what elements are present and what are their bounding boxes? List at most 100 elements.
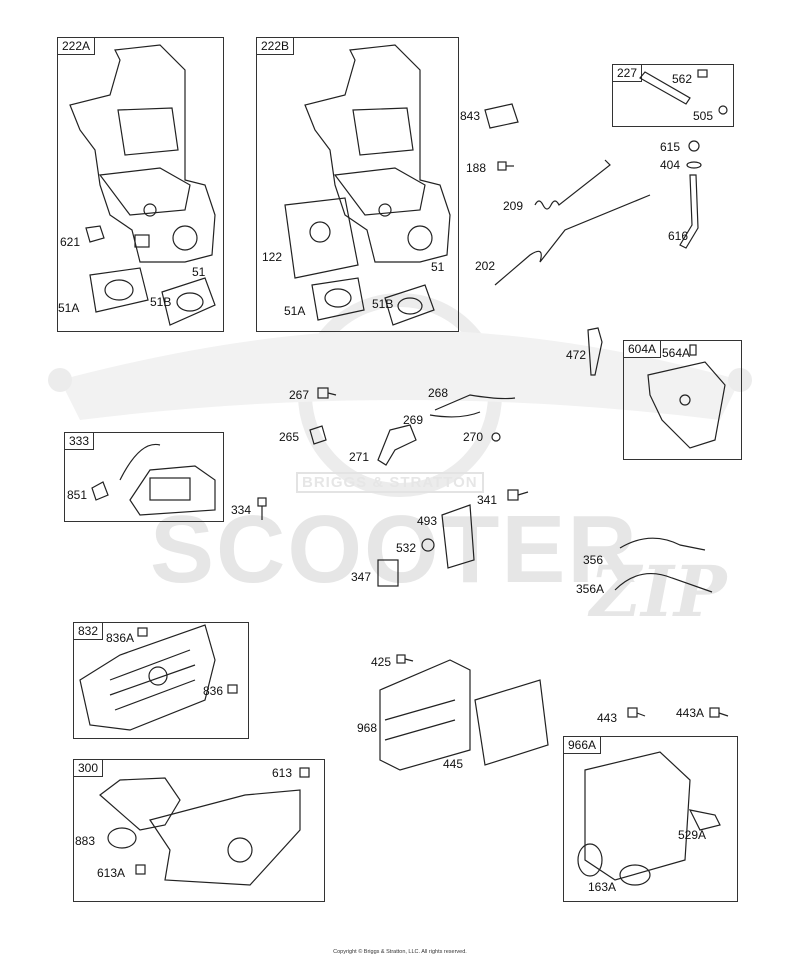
box-tag-832: 832 bbox=[73, 622, 104, 640]
part-267 bbox=[317, 387, 337, 399]
box-300 bbox=[73, 759, 325, 902]
part-341 bbox=[507, 489, 529, 501]
label-562: 562 bbox=[672, 72, 693, 86]
label-851: 851 bbox=[67, 488, 88, 502]
box-966a bbox=[563, 736, 738, 902]
box-227 bbox=[612, 64, 734, 127]
label-616: 616 bbox=[668, 229, 689, 243]
box-604a bbox=[623, 340, 742, 460]
label-267: 267 bbox=[289, 388, 310, 402]
label-356a: 356A bbox=[576, 582, 605, 596]
label-621: 621 bbox=[60, 235, 81, 249]
governor-bracket-222a bbox=[69, 44, 216, 326]
copyright-footer: Copyright © Briggs & Stratton, LLC. All … bbox=[333, 949, 467, 955]
label-122: 122 bbox=[262, 250, 283, 264]
part-445 bbox=[474, 679, 549, 766]
label-270: 270 bbox=[463, 430, 484, 444]
part-443 bbox=[627, 707, 646, 718]
box-832 bbox=[73, 622, 249, 739]
box-tag-222a: 222A bbox=[57, 37, 96, 55]
label-269: 269 bbox=[403, 413, 424, 427]
label-445: 445 bbox=[443, 757, 464, 771]
part-356 bbox=[619, 537, 706, 551]
part-209 bbox=[534, 159, 611, 210]
label-51b-right: 51B bbox=[372, 297, 394, 311]
part-269 bbox=[429, 411, 481, 418]
part-265 bbox=[309, 425, 327, 445]
part-404 bbox=[686, 161, 702, 169]
label-341: 341 bbox=[477, 493, 498, 507]
label-968: 968 bbox=[357, 721, 378, 735]
part-443a bbox=[709, 707, 729, 718]
part-966a bbox=[577, 751, 721, 886]
label-443: 443 bbox=[597, 711, 618, 725]
box-tag-222b: 222B bbox=[256, 37, 295, 55]
label-265: 265 bbox=[279, 430, 300, 444]
part-347 bbox=[377, 559, 399, 587]
part-270 bbox=[491, 432, 501, 442]
part-188 bbox=[497, 161, 514, 171]
label-209: 209 bbox=[503, 199, 524, 213]
label-271: 271 bbox=[349, 450, 370, 464]
label-51a-left: 51A bbox=[58, 301, 80, 315]
label-334: 334 bbox=[231, 503, 252, 517]
part-356a bbox=[614, 572, 713, 593]
box-tag-300: 300 bbox=[73, 759, 104, 777]
part-616 bbox=[679, 174, 699, 249]
label-51b-left: 51B bbox=[150, 295, 172, 309]
label-532: 532 bbox=[396, 541, 417, 555]
box-tag-966a: 966A bbox=[563, 736, 602, 754]
label-883: 883 bbox=[75, 834, 96, 848]
label-836: 836 bbox=[203, 684, 224, 698]
box-tag-227: 227 bbox=[612, 64, 643, 82]
box-tag-604a: 604A bbox=[623, 340, 662, 358]
watermark-script-mark: ZIP bbox=[590, 550, 727, 633]
label-564a: 564A bbox=[662, 346, 691, 360]
label-843: 843 bbox=[460, 109, 481, 123]
watermark-wordmark: SCOOTER bbox=[150, 496, 639, 603]
part-268 bbox=[434, 394, 516, 411]
governor-bracket-222b bbox=[284, 44, 451, 326]
label-404: 404 bbox=[660, 158, 681, 172]
label-505: 505 bbox=[693, 109, 714, 123]
label-425: 425 bbox=[371, 655, 392, 669]
part-271 bbox=[377, 424, 417, 466]
part-532 bbox=[421, 538, 435, 552]
label-51-right: 51 bbox=[431, 260, 445, 274]
part-472 bbox=[587, 327, 603, 376]
part-843 bbox=[484, 103, 519, 129]
label-356: 356 bbox=[583, 553, 604, 567]
label-163a: 163A bbox=[588, 880, 617, 894]
label-613a: 613A bbox=[97, 866, 126, 880]
label-836a: 836A bbox=[106, 631, 135, 645]
part-493 bbox=[441, 504, 475, 569]
box-tag-333: 333 bbox=[64, 432, 95, 450]
part-615 bbox=[688, 140, 700, 152]
part-425 bbox=[396, 654, 414, 664]
label-472: 472 bbox=[566, 348, 587, 362]
part-604a bbox=[647, 344, 726, 449]
label-443a: 443A bbox=[676, 706, 705, 720]
label-51a-right: 51A bbox=[284, 304, 306, 318]
box-222a bbox=[57, 37, 224, 332]
part-968 bbox=[379, 659, 471, 771]
box-222b bbox=[256, 37, 459, 332]
label-202: 202 bbox=[475, 259, 496, 273]
label-188: 188 bbox=[466, 161, 487, 175]
label-613: 613 bbox=[272, 766, 293, 780]
part-300 bbox=[99, 767, 310, 886]
label-268: 268 bbox=[428, 386, 449, 400]
part-202 bbox=[494, 194, 651, 286]
part-334 bbox=[257, 497, 267, 520]
label-51-left: 51 bbox=[192, 265, 206, 279]
part-227 bbox=[639, 69, 728, 115]
label-615: 615 bbox=[660, 140, 681, 154]
part-333 bbox=[91, 443, 216, 516]
box-333 bbox=[64, 432, 224, 522]
part-832 bbox=[79, 624, 238, 731]
label-529a: 529A bbox=[678, 828, 707, 842]
label-347: 347 bbox=[351, 570, 372, 584]
